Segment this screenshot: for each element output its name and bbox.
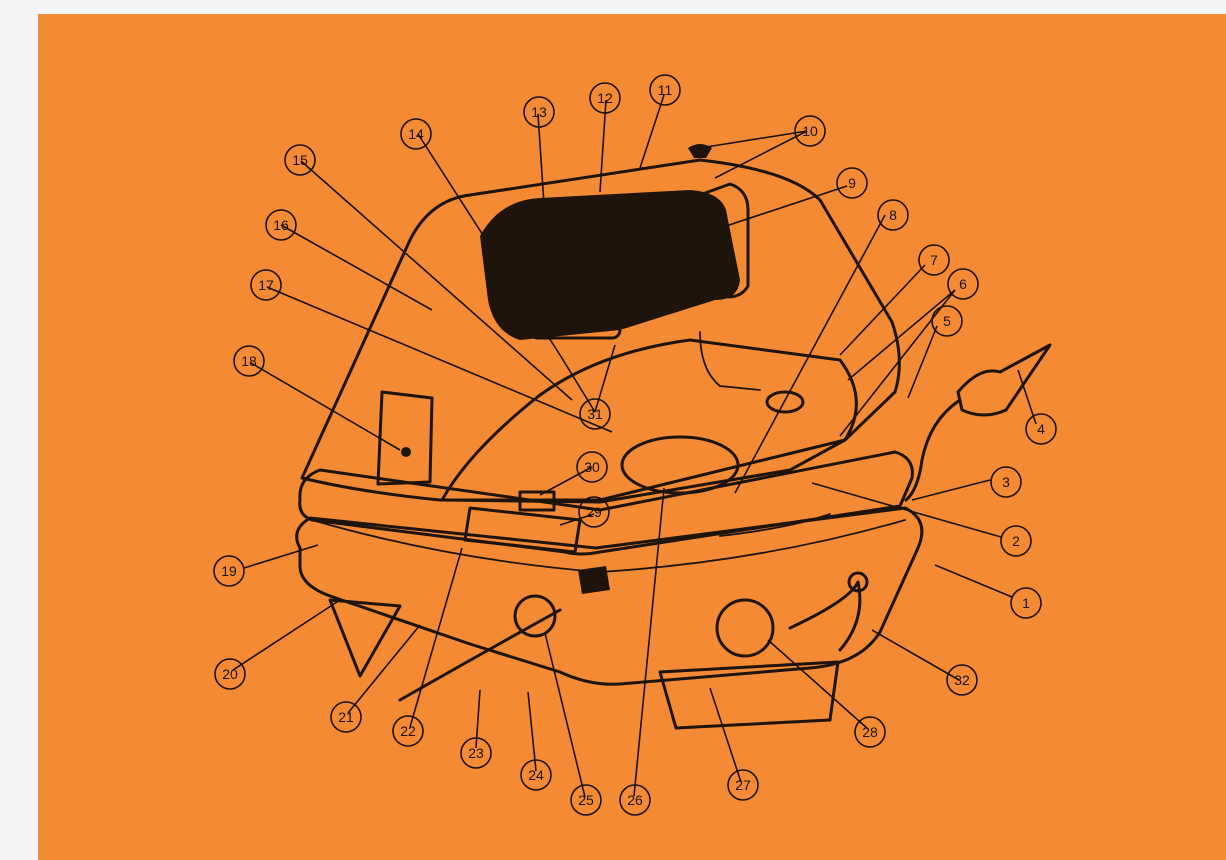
callout-17-label: 17 (258, 277, 274, 293)
callout-13-label: 13 (531, 104, 547, 120)
callout-18: 18 (234, 346, 264, 376)
callout-21: 21 (331, 702, 361, 732)
callout-31-label: 31 (587, 406, 603, 422)
support-arch (700, 332, 760, 390)
callout-14: 14 (401, 119, 431, 149)
callout-23-label: 23 (468, 745, 484, 761)
callout-27: 27 (728, 770, 758, 800)
callout-20-label: 20 (222, 666, 238, 682)
callout-26-label: 26 (627, 792, 643, 808)
callout-16-label: 16 (273, 217, 289, 233)
callout-21-label: 21 (338, 709, 354, 725)
callout-11: 11 (650, 75, 680, 105)
callout-16: 16 (266, 210, 296, 240)
canopy-window (480, 190, 740, 340)
callout-4-label: 4 (1037, 421, 1045, 437)
callout-32-label: 32 (954, 672, 970, 688)
callout-17: 17 (251, 270, 281, 300)
sea-anchor (330, 600, 400, 676)
lower-buoyancy-tube (297, 508, 922, 684)
callout-1: 1 (1011, 588, 1041, 618)
callout-11-label: 11 (658, 82, 673, 98)
drogue-cone (958, 345, 1050, 415)
entry-flap (378, 392, 432, 484)
raft-floor (442, 340, 856, 502)
callout-6: 6 (948, 269, 978, 299)
callout-22: 22 (393, 716, 423, 746)
callout-12-label: 12 (597, 90, 613, 106)
callout-28-label: 28 (862, 724, 878, 740)
callout-2: 2 (1001, 526, 1031, 556)
callout-2-label: 2 (1012, 533, 1020, 549)
callout-9: 9 (837, 168, 867, 198)
callout-10: 10 (795, 116, 825, 146)
raft-illustration (297, 144, 1050, 728)
callout-5-label: 5 (943, 313, 951, 329)
callout-19: 19 (214, 556, 244, 586)
callout-32: 32 (947, 665, 977, 695)
boarding-handle (790, 582, 860, 650)
callout-1-label: 1 (1022, 595, 1030, 611)
callout-9-label: 9 (848, 175, 856, 191)
callout-29-label: 29 (586, 504, 602, 520)
callout-20: 20 (215, 659, 245, 689)
callout-24-label: 24 (528, 767, 544, 783)
callout-25: 25 (571, 785, 601, 815)
callout-7-label: 7 (930, 252, 938, 268)
callout-15-label: 15 (292, 152, 308, 168)
callout-18-label: 18 (241, 353, 257, 369)
cylinder-valve (539, 277, 561, 293)
callout-30: 30 (577, 452, 607, 482)
callout-8-label: 8 (889, 207, 897, 223)
callout-25-label: 25 (578, 792, 594, 808)
callout-3-label: 3 (1002, 474, 1010, 490)
heaving-ring (717, 600, 773, 656)
callout-3: 3 (991, 467, 1021, 497)
callout-28: 28 (855, 717, 885, 747)
callout-4: 4 (1026, 414, 1056, 444)
floor-hatch (622, 437, 738, 493)
drogue-line (906, 400, 960, 500)
callout-5: 5 (932, 306, 962, 336)
callout-19-label: 19 (221, 563, 237, 579)
flap-toggle (401, 447, 411, 457)
callout-8: 8 (878, 200, 908, 230)
callout-10-label: 10 (802, 123, 818, 139)
callout-6-label: 6 (959, 276, 967, 292)
callout-15: 15 (285, 145, 315, 175)
callout-22-label: 22 (400, 723, 416, 739)
callout-7: 7 (919, 245, 949, 275)
callout-27-label: 27 (735, 777, 751, 793)
light-box (578, 566, 610, 594)
painter-line (400, 610, 560, 700)
callout-30-label: 30 (584, 459, 600, 475)
callout-14-label: 14 (408, 126, 424, 142)
